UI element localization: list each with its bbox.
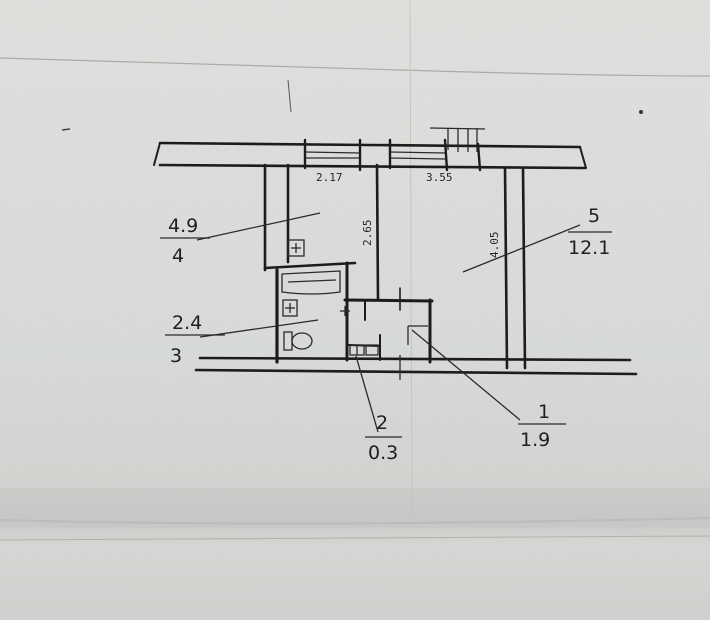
room5-area: 12.1 — [568, 237, 610, 259]
washbasin-icon — [282, 299, 298, 317]
room2-number: 2 — [376, 412, 388, 434]
wall-room4-room5 — [375, 163, 380, 302]
room2-area: 0.3 — [368, 442, 398, 464]
room3-area: 2.4 — [172, 312, 202, 334]
leader-room2 — [355, 355, 379, 433]
bathroom-walls — [263, 261, 434, 380]
sink-icon — [287, 239, 305, 257]
pencil-mark — [287, 79, 292, 113]
exterior-wall-bottom — [194, 356, 638, 376]
ink-mark — [61, 128, 71, 131]
paper-fold-horizontal — [0, 517, 710, 525]
fuse-box-icon — [349, 344, 379, 356]
paper-crease-top — [0, 57, 710, 77]
leader-room3 — [199, 319, 319, 338]
room1-area: 1.9 — [520, 429, 550, 451]
room1-number: 1 — [538, 401, 550, 423]
room5-number: 5 — [588, 205, 600, 227]
balcony-hatch — [429, 127, 486, 172]
exterior-wall-top — [153, 141, 587, 170]
fold-shadow — [0, 488, 710, 528]
wall-room5-right — [503, 166, 527, 370]
dim-room5-width: 3.55 — [426, 171, 453, 184]
shower-mark-icon — [340, 306, 350, 316]
paper-edge-line — [0, 535, 710, 541]
window-room5 — [388, 138, 449, 172]
paper-fold-vertical — [409, 0, 413, 521]
window-room4 — [303, 138, 362, 172]
leader-room5 — [462, 224, 581, 273]
leader-room4 — [196, 212, 321, 241]
toilet-icon — [283, 331, 313, 351]
dim-room5-depth: 4.05 — [488, 232, 501, 259]
bathtub-icon — [281, 270, 341, 295]
dim-room4-width: 2.17 — [316, 171, 343, 184]
dim-room4-depth: 2.65 — [361, 220, 374, 247]
leader-room1 — [411, 329, 521, 421]
ink-dot — [639, 110, 643, 114]
room4-number: 4 — [172, 245, 184, 267]
room4-area: 4.9 — [168, 215, 198, 237]
room3-number: 3 — [170, 345, 182, 367]
